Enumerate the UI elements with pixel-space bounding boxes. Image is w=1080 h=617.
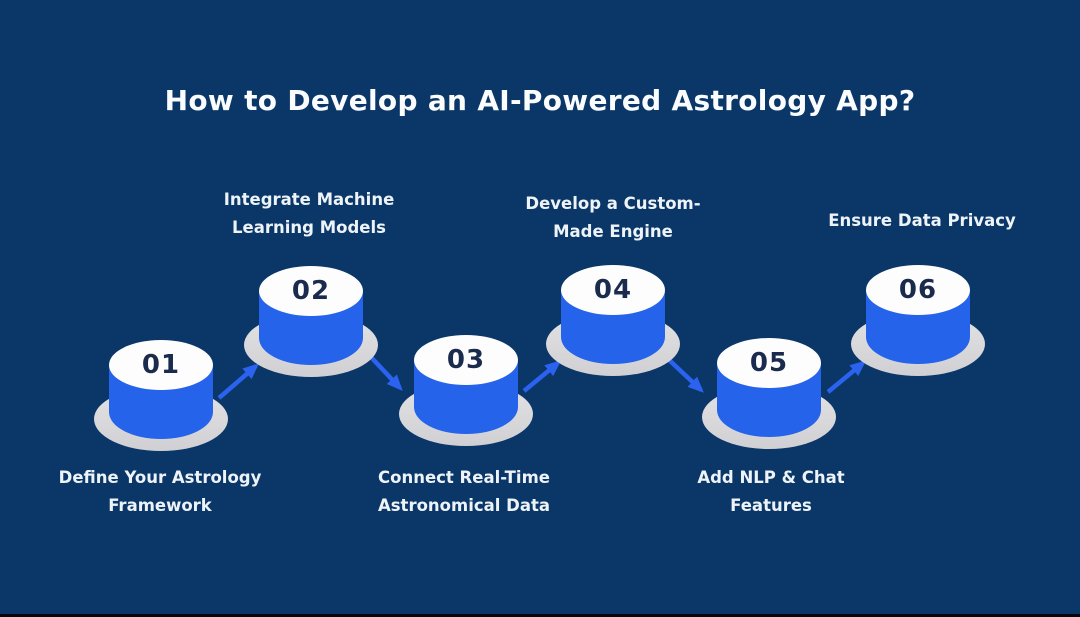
step-number: 04 [593, 275, 633, 305]
step-label-line: Framework [108, 496, 212, 515]
step-6-cylinder: 06 [851, 265, 985, 377]
cylinder-top: 02 [259, 266, 363, 316]
cylinder-top: 05 [717, 338, 821, 388]
step-4-cylinder: 04 [546, 265, 680, 377]
step-label-line: Features [730, 496, 812, 515]
step-4-label: Develop a Custom- Made Engine [525, 190, 700, 246]
step-2-label: Integrate Machine Learning Models [224, 186, 395, 242]
page-title: How to Develop an AI-Powered Astrology A… [164, 84, 916, 117]
cylinder-top: 04 [561, 265, 665, 315]
step-5-cylinder: 05 [702, 338, 836, 450]
step-label-line: Learning Models [232, 218, 386, 237]
step-6-label: Ensure Data Privacy [828, 207, 1016, 235]
step-3-cylinder: 03 [399, 335, 533, 447]
step-number: 01 [141, 350, 181, 380]
step-number: 05 [749, 348, 789, 378]
cylinder-top: 03 [414, 335, 518, 385]
step-label-line: Astronomical Data [377, 496, 551, 515]
step-number: 02 [291, 276, 331, 306]
bottom-edge [0, 614, 1080, 617]
step-label-line: Develop a Custom- [525, 194, 701, 213]
step-number: 06 [898, 275, 938, 305]
step-label-line: Define Your Astrology [58, 468, 262, 487]
step-2-cylinder: 02 [244, 266, 378, 378]
step-number: 03 [446, 345, 486, 375]
step-label-line: Add NLP & Chat [697, 468, 845, 487]
cylinder-top: 01 [109, 340, 213, 390]
step-label-line: Connect Real-Time [378, 468, 550, 487]
step-1-cylinder: 01 [94, 340, 228, 452]
cylinder-top: 06 [866, 265, 970, 315]
step-1-label: Define Your Astrology Framework [59, 464, 262, 520]
step-label-line: Ensure Data Privacy [828, 211, 1016, 230]
step-5-label: Add NLP & Chat Features [697, 464, 844, 520]
step-label-line: Made Engine [553, 222, 673, 241]
step-label-line: Integrate Machine [223, 190, 395, 209]
step-3-label: Connect Real-Time Astronomical Data [378, 464, 550, 520]
